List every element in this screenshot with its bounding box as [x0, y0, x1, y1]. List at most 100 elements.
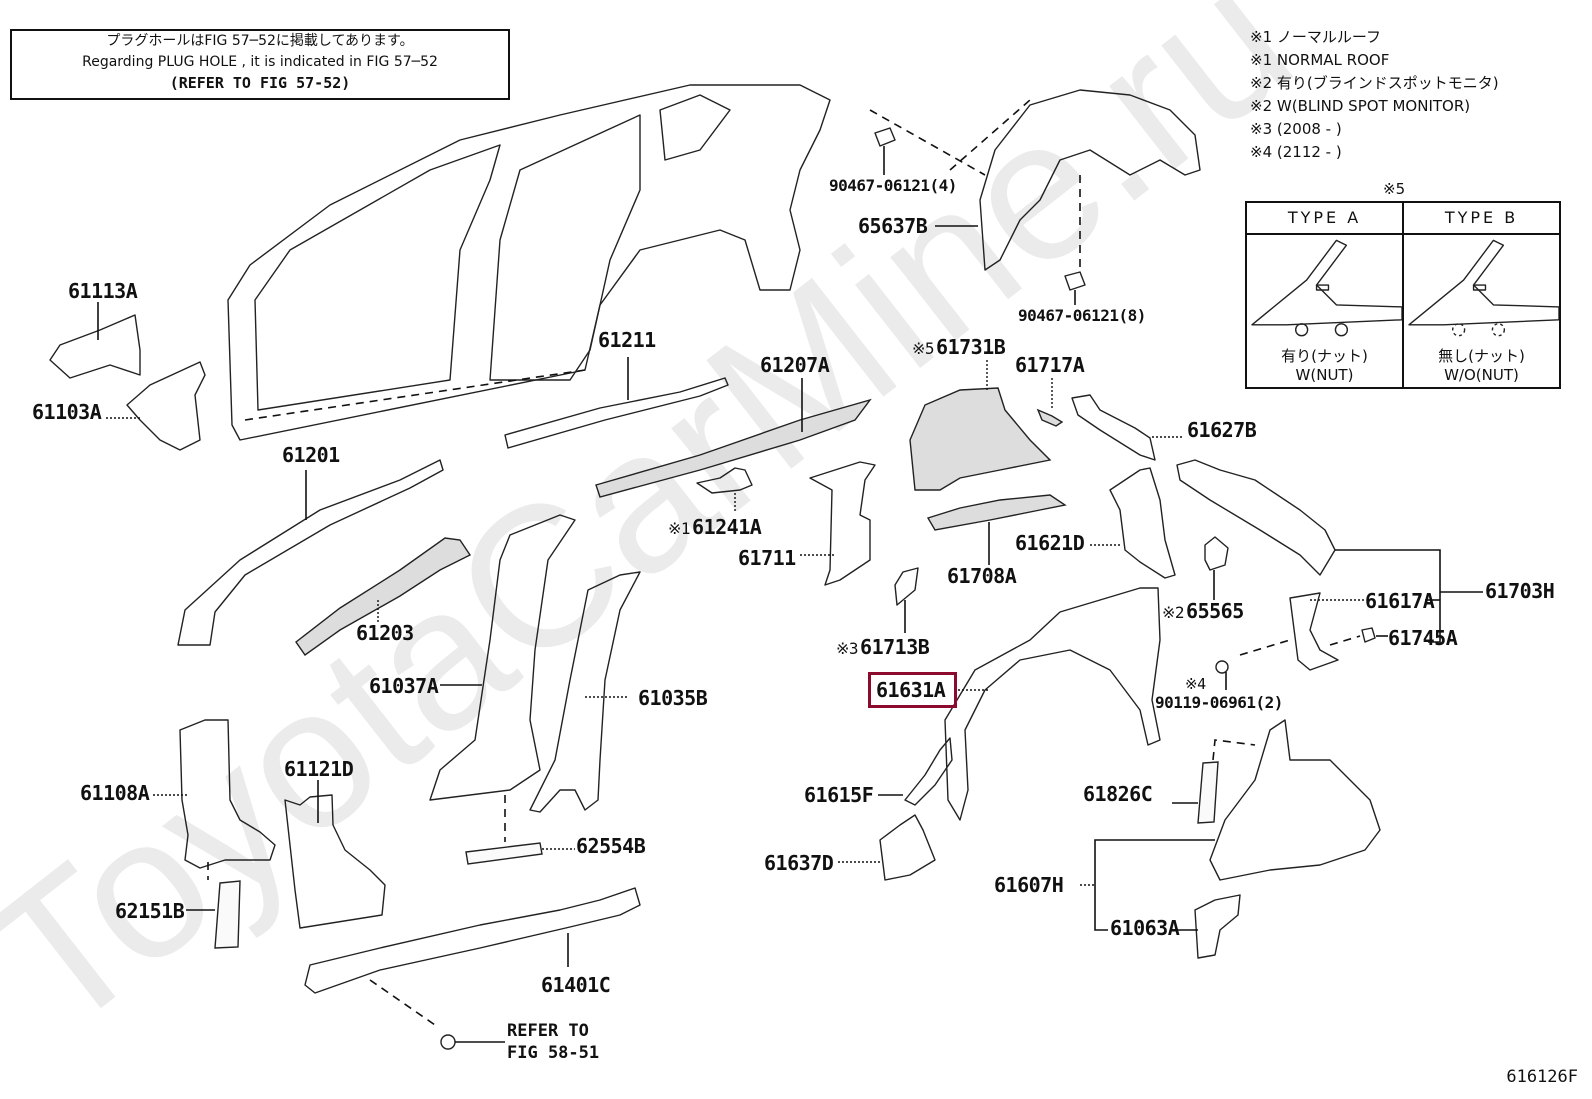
- nut-icon: [1294, 323, 1309, 337]
- part-label-61203[interactable]: 61203: [356, 621, 414, 645]
- part-label-90119-06961[interactable]: 90119-06961(2): [1155, 693, 1283, 712]
- plug-hole-note: プラグホールはFIG 57─52に掲載してあります。 Regarding PLU…: [10, 29, 510, 100]
- part-61121D-drawing: [284, 794, 386, 929]
- clip-90467-4-icon: [874, 127, 896, 147]
- legend-item: ※1 ノーマルルーフ: [1250, 28, 1381, 46]
- part-61063A-drawing: [1194, 894, 1241, 959]
- note-line-jp: プラグホールはFIG 57─52に掲載してあります。: [106, 33, 414, 49]
- refer-line-1: REFER TO: [507, 1021, 589, 1041]
- part-label-61037A[interactable]: 61037A: [369, 674, 439, 698]
- type-a-caption-en: W(NUT): [1295, 366, 1354, 384]
- legend: ※1 ノーマルルーフ ※1 NORMAL ROOF ※2 有り(ブラインドスポッ…: [1250, 26, 1499, 164]
- part-number: 61713B: [860, 635, 930, 659]
- part-61401C-drawing: [304, 887, 641, 994]
- legend-item: ※3 (2008 - ): [1250, 120, 1342, 138]
- highlighted-part-box: [868, 672, 957, 708]
- part-61627B-drawing: [1071, 394, 1156, 461]
- part-label-61201[interactable]: 61201: [282, 443, 340, 467]
- part-61035B-drawing: [529, 571, 641, 813]
- part-label-61401C[interactable]: 61401C: [541, 973, 611, 997]
- part-61717A-drawing: [1036, 408, 1064, 427]
- part-61211-drawing: [504, 377, 729, 449]
- type-table-mark: ※5: [1383, 180, 1406, 198]
- part-label-61826C[interactable]: 61826C: [1083, 782, 1153, 806]
- legend-item: ※2 W(BLIND SPOT MONITOR): [1250, 97, 1471, 115]
- part-label-61745A[interactable]: 61745A: [1388, 626, 1458, 650]
- part-61631A-drawing: [944, 587, 1161, 821]
- part-label-62554B[interactable]: 62554B: [576, 834, 646, 858]
- no-nut-icon: [1451, 323, 1466, 337]
- no-nut-icon: [1491, 323, 1506, 337]
- part-61203-drawing: [295, 537, 472, 656]
- part-number: 65565: [1186, 599, 1244, 623]
- clip-90467-8-icon: [1064, 271, 1086, 291]
- type-b-caption-jp: 無し(ナット): [1438, 347, 1525, 365]
- part-label-61108A[interactable]: 61108A: [80, 781, 150, 805]
- note-refer-link[interactable]: (REFER TO FIG 57-52): [169, 74, 351, 92]
- part-label-61708A[interactable]: 61708A: [947, 564, 1017, 588]
- part-61037A-drawing: [429, 514, 576, 801]
- note-mark-5: ※5: [912, 339, 935, 358]
- type-b-illustration: [1408, 239, 1559, 337]
- part-62554B-drawing: [465, 842, 543, 865]
- part-label-61211[interactable]: 61211: [598, 328, 656, 352]
- note-line-en: Regarding PLUG HOLE , it is indicated in…: [82, 54, 438, 70]
- part-label-62151B[interactable]: 62151B: [115, 899, 185, 923]
- part-65637B-drawing: [979, 89, 1201, 271]
- part-number: 61241A: [692, 515, 762, 539]
- part-61713B-drawing: [894, 567, 919, 606]
- part-label-61637D[interactable]: 61637D: [764, 851, 834, 875]
- part-61108A-drawing: [179, 719, 276, 869]
- part-label-61121D[interactable]: 61121D: [284, 757, 354, 781]
- part-label-61627B[interactable]: 61627B: [1187, 418, 1257, 442]
- bolt-icon: [440, 1034, 456, 1050]
- type-b-header: TYPE B: [1404, 203, 1559, 235]
- refer-line-2: FIG 58-51: [507, 1043, 600, 1063]
- type-b-caption-en: W/O(NUT): [1444, 366, 1519, 384]
- note-mark-3: ※3: [836, 639, 859, 658]
- part-label-61717A[interactable]: 61717A: [1015, 353, 1085, 377]
- legend-item: ※4 (2112 - ): [1250, 143, 1342, 161]
- note-mark-1: ※1: [668, 519, 691, 538]
- part-label-90467-06121-4[interactable]: 90467-06121(4): [829, 176, 957, 195]
- nut-61745A-icon: [1361, 627, 1376, 643]
- part-61103A-drawing: [126, 361, 206, 451]
- part-61621D-drawing: [1109, 467, 1176, 579]
- type-a-column: TYPE A 有り(ナット) W(NUT): [1247, 203, 1402, 387]
- part-61615F-drawing: [904, 737, 953, 806]
- part-label-61711[interactable]: 61711: [738, 546, 796, 570]
- type-a-header: TYPE A: [1247, 203, 1402, 235]
- type-a-illustration: [1251, 239, 1402, 337]
- part-label-90467-06121-8[interactable]: 90467-06121(8): [1018, 306, 1146, 325]
- part-label-61103A[interactable]: 61103A: [32, 400, 102, 424]
- nut-icon: [1334, 323, 1349, 337]
- part-61607H-drawing: [1209, 719, 1381, 881]
- type-b-column: TYPE B 無し(ナット) W/O(NUT): [1402, 203, 1559, 387]
- part-61201-drawing: [177, 459, 444, 646]
- legend-item: ※2 有り(ブラインドスポットモニタ): [1250, 74, 1499, 92]
- nut-type-table: TYPE A 有り(ナット) W(NUT) TYPE B: [1245, 201, 1561, 389]
- part-label-61607H[interactable]: 61607H: [994, 873, 1064, 897]
- refer-fig-58-51-link[interactable]: REFER TO FIG 58-51: [507, 1020, 599, 1064]
- part-label-61207A[interactable]: 61207A: [760, 353, 830, 377]
- part-label-65637B[interactable]: 65637B: [858, 214, 928, 238]
- side-body-outer-drawing: [227, 84, 831, 441]
- part-61207A-drawing: [595, 398, 872, 498]
- part-label-61631A[interactable]: 61631A: [876, 678, 946, 702]
- part-label-61035B[interactable]: 61035B: [638, 686, 708, 710]
- part-61637D-drawing: [879, 814, 936, 881]
- part-label-61615F[interactable]: 61615F: [804, 783, 874, 807]
- part-label-61621D[interactable]: 61621D: [1015, 531, 1085, 555]
- part-label-61113A[interactable]: 61113A: [68, 279, 138, 303]
- part-62151B-drawing: [214, 880, 241, 949]
- part-label-61703H[interactable]: 61703H: [1485, 579, 1555, 603]
- part-65565-drawing: [1204, 536, 1229, 571]
- part-label-61617A[interactable]: 61617A: [1365, 589, 1435, 613]
- part-number: 61731B: [936, 335, 1006, 359]
- part-label-61063A[interactable]: 61063A: [1110, 916, 1180, 940]
